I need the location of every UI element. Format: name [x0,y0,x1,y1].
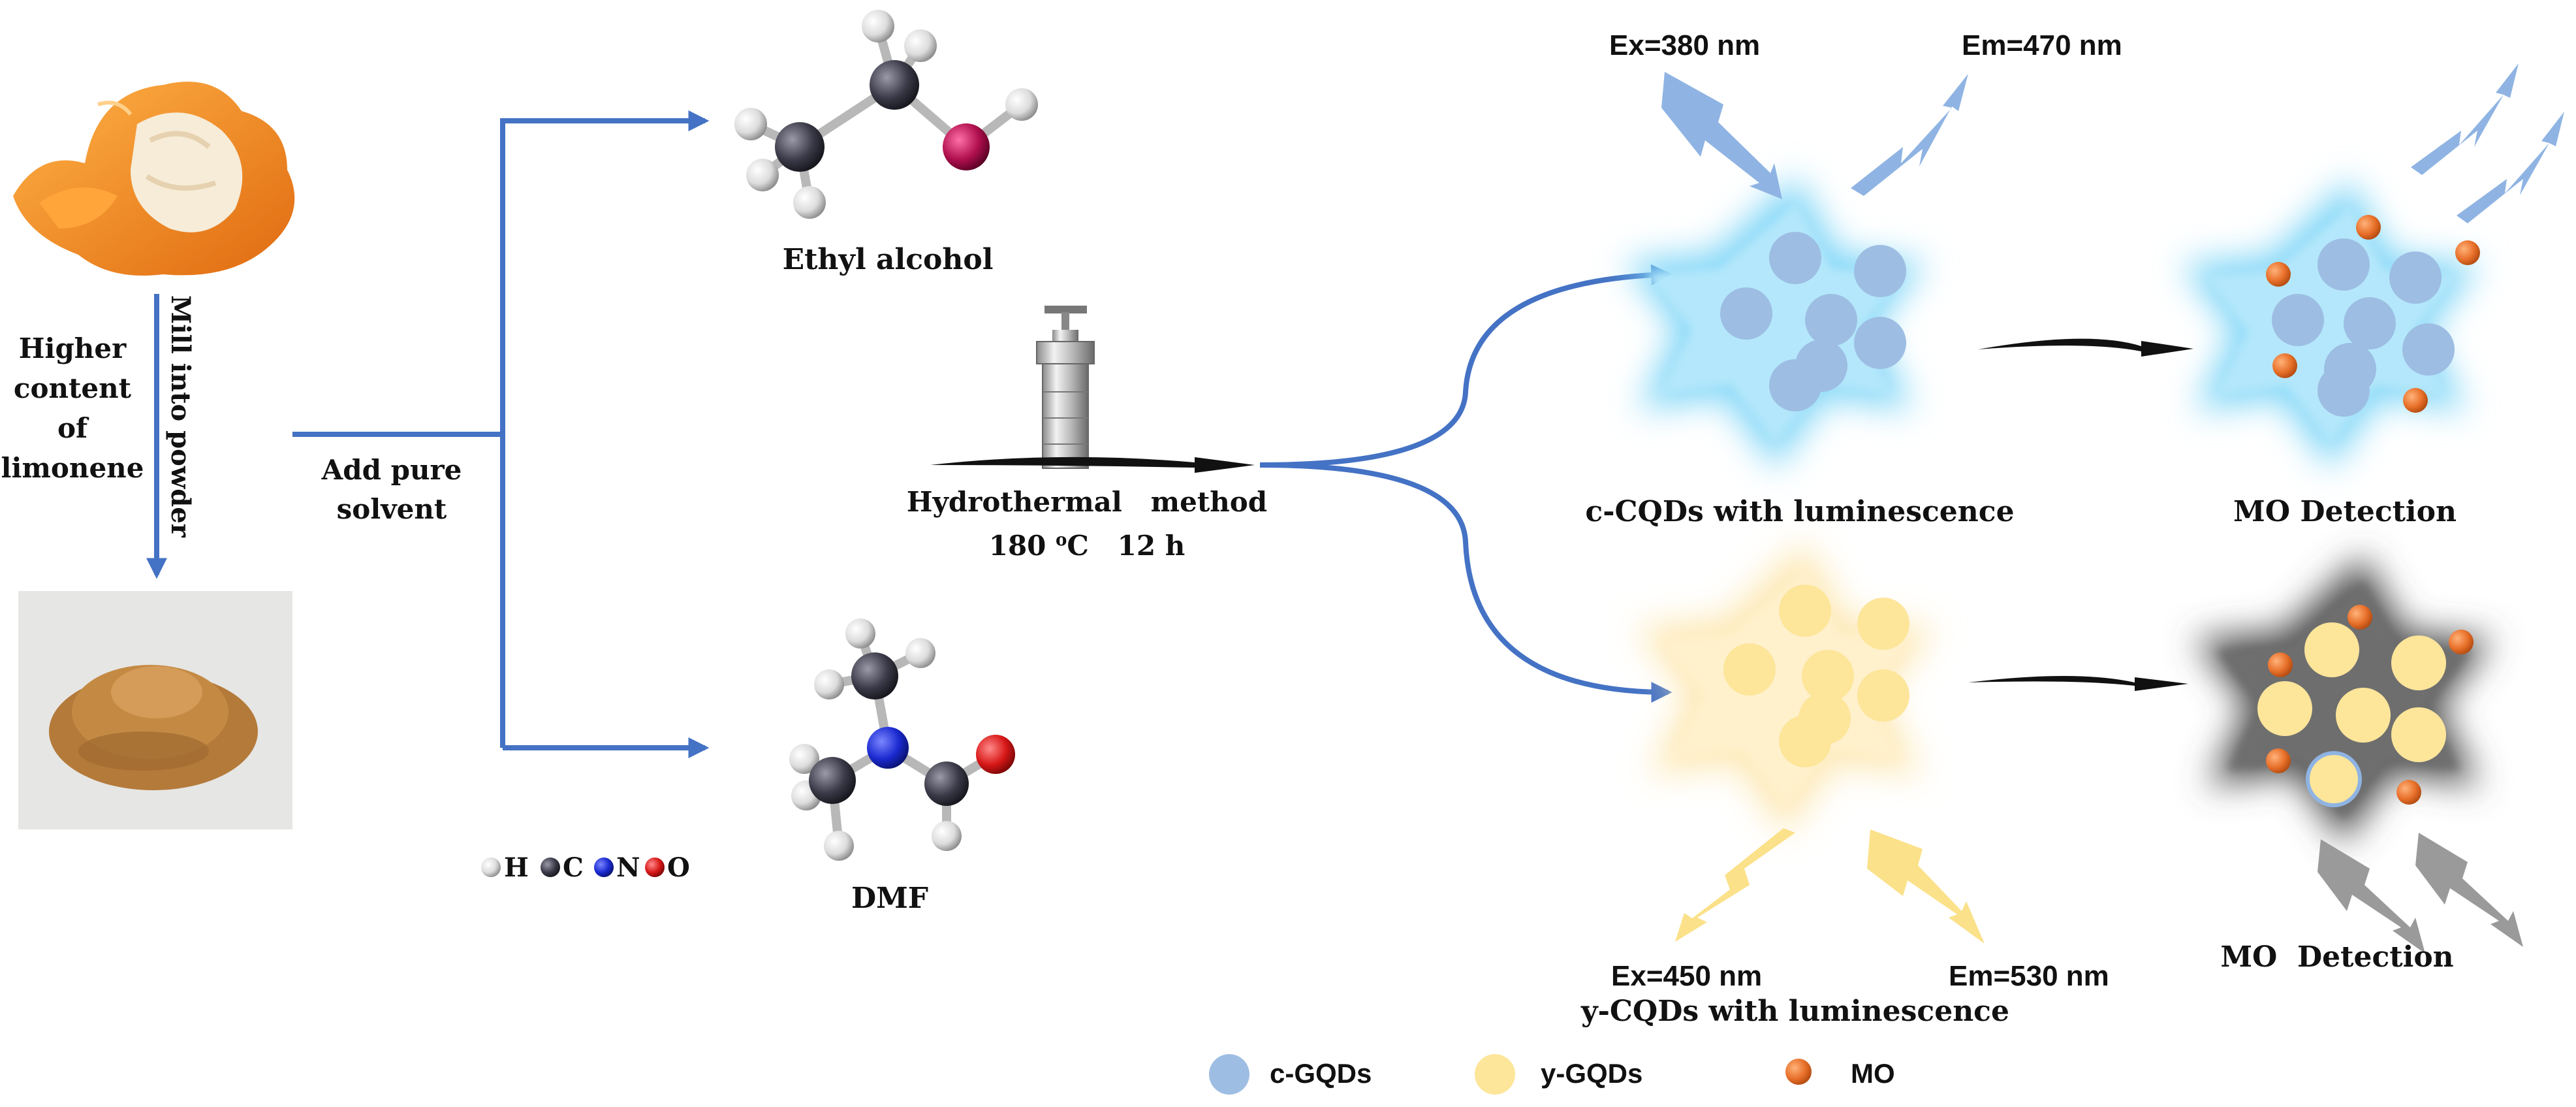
reaction-arrow [930,457,1255,473]
c-cqds-label: c-CQDs with luminescence [1585,495,2015,528]
legend-c-gqd-marker [1209,1054,1249,1095]
detection-arrows [1968,338,2193,691]
atom-key-h-label: H [504,852,529,883]
y-cqds-label: y-CQDs with luminescence [1581,995,2009,1028]
condition-rest: C 12 h [1067,530,1186,562]
c-mo-detection-label: MO Detection [2233,495,2457,528]
y-cqd-cluster [1636,542,1935,835]
excitation-450-bolt [1675,828,1795,942]
emission-470-bolt [1851,74,1968,196]
condition-temp: 180 [988,530,1056,562]
ethyl-alcohol-label: Ethyl alcohol [782,243,994,276]
quenched-bolts [2317,833,2523,954]
y-excitation-label: Ex=450 nm [1611,960,1763,992]
limonene-label-line-3: of [57,412,88,444]
y-emission-label: Em=530 nm [1949,960,2109,992]
atom-key-o-ball [645,858,665,877]
dmf-label: DMF [851,882,929,915]
add-solvent-label: Add pure solvent [322,451,462,529]
legend-c-gqd-label: c-GQDs [1270,1058,1372,1089]
emission-530-bolt [1867,829,1985,944]
c-excitation-label: Ex=380 nm [1609,29,1761,61]
atom-key: H C N O [481,852,690,883]
product-branch-arrows [1259,264,1673,703]
c-gqd-dots [1720,232,1906,411]
atom-key-o-label: O [667,852,690,883]
y-mo-detection-label: MO Detection [2220,940,2454,974]
dmf-molecule [789,618,1015,861]
c-gqd-mo-dots [2266,215,2480,417]
atom-key-n-label: N [616,852,640,883]
legend-mo-marker [1785,1059,1812,1085]
atom-key-h-ball [481,858,501,877]
c-emission-label: Em=470 nm [1962,29,2122,61]
excitation-380-bolt [1661,72,1782,199]
solvent-branch-arrows [292,110,710,758]
atom-key-c-ball [541,858,560,877]
detected-emission-bolts [2411,63,2564,223]
limonene-label-line-2: content [13,372,132,404]
method-label: Hydrothermal method [906,486,1268,518]
legend-y-gqd-label: y-GQDs [1541,1058,1643,1089]
condition-degree: o [1056,530,1067,550]
legend-markers [1209,1054,1812,1095]
condition-label: 180 oC 12 h [907,521,1267,565]
atom-key-n-ball [594,858,614,877]
hydrothermal-method-label: Hydrothermal method 180 oC 12 h [907,483,1267,565]
ethanol-molecule [734,10,1038,219]
atom-key-c-label: C [563,852,584,883]
y-gqd-dots [1723,585,1909,767]
legend-y-gqd-marker [1475,1054,1515,1095]
mill-label: Mill into powder [165,295,196,537]
add-solvent-line-2: solvent [336,493,447,525]
limonene-label-line-4: limonene [1,452,144,484]
add-solvent-line-1: Add pure [321,454,462,486]
orange-peel-powder-photo [18,591,292,829]
limonene-label-line-1: Higher [18,332,127,364]
autoclave-icon [1036,306,1095,469]
y-gqd-mo-dots [2257,605,2474,807]
orange-peel-photo [13,82,295,276]
limonene-label: Higher content of limonene [1,329,144,488]
legend-mo-label: MO [1851,1058,1895,1089]
